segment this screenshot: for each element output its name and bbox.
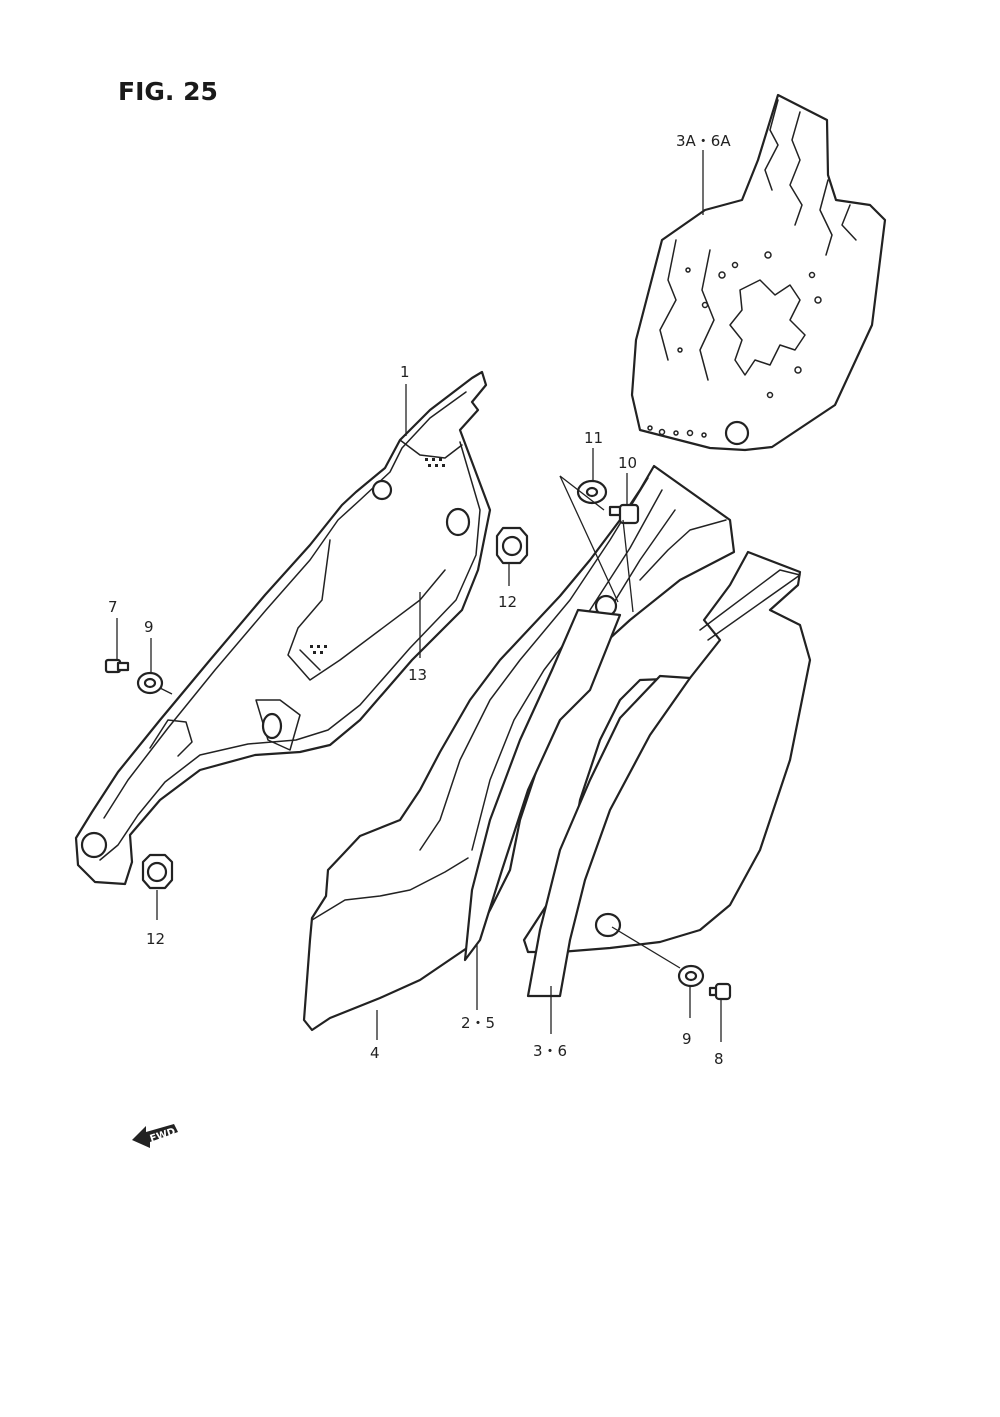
callout-2-5: 2・5 bbox=[461, 1014, 495, 1032]
washer-part-11 bbox=[576, 479, 608, 505]
washer-part-9-left bbox=[136, 671, 164, 695]
callout-3-6: 3・6 bbox=[533, 1042, 567, 1060]
figure-title: FIG. 25 bbox=[118, 77, 218, 106]
callout-7: 7 bbox=[108, 598, 118, 616]
screw-part-7 bbox=[104, 658, 130, 674]
callout-8: 8 bbox=[714, 1050, 724, 1068]
decal-part-3a-6a bbox=[630, 93, 887, 452]
washer-part-9-right bbox=[677, 964, 705, 988]
callout-11: 11 bbox=[584, 429, 603, 447]
side-cover-panel bbox=[463, 550, 812, 998]
fwd-arrow-icon: FWD bbox=[132, 1124, 178, 1148]
grommet-part-12-upper bbox=[495, 526, 529, 565]
callout-9-right: 9 bbox=[682, 1030, 692, 1048]
frame-cover-part-1 bbox=[74, 370, 492, 886]
callout-13: 13 bbox=[408, 666, 427, 684]
callout-4: 4 bbox=[370, 1044, 380, 1062]
callout-3a-6a: 3A・6A bbox=[676, 132, 731, 150]
callout-12-lower: 12 bbox=[146, 930, 165, 948]
bolt-part-10 bbox=[608, 503, 640, 525]
callout-1: 1 bbox=[400, 363, 410, 381]
callout-9-left: 9 bbox=[144, 618, 154, 636]
fwd-label: FWD bbox=[149, 1126, 177, 1145]
grommet-part-12-lower bbox=[141, 853, 174, 890]
callout-12-upper: 12 bbox=[498, 593, 517, 611]
screw-part-8 bbox=[708, 982, 732, 1001]
callout-10: 10 bbox=[618, 454, 637, 472]
